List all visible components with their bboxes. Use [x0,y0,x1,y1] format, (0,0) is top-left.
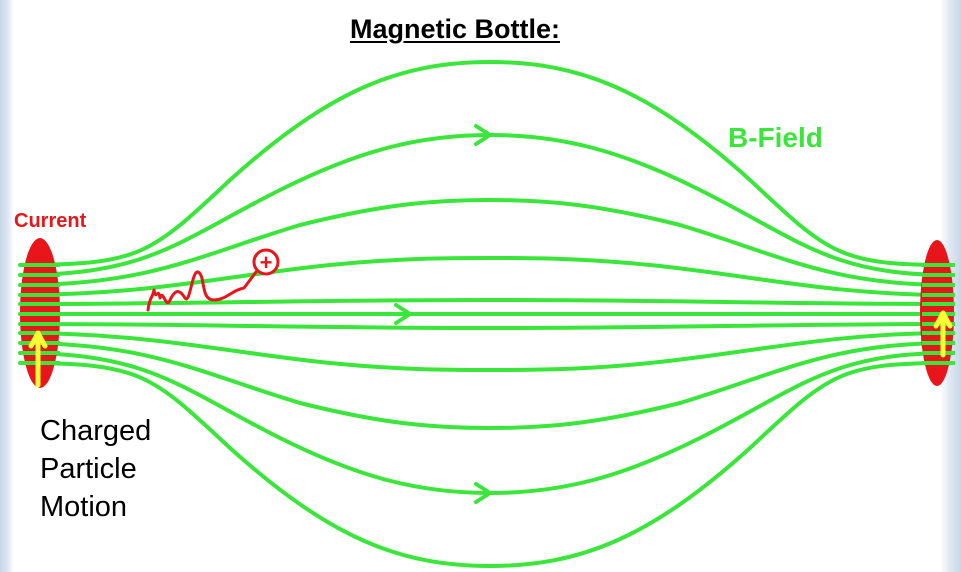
field-line [18,322,952,331]
field-direction-arrow [394,303,412,325]
field-line [18,132,952,277]
field-line [18,351,952,496]
particle-charge-symbol: + [260,250,273,275]
diagram-title: Magnetic Bottle: [350,14,561,44]
field-line [18,331,952,372]
b-field-label: B-Field [728,122,823,153]
current-label: Current [14,210,87,232]
current-direction-arrow [933,310,953,358]
field-line [18,341,952,431]
current-direction-arrow [28,330,48,388]
particle-trajectory [146,270,258,312]
right-current-coil [920,240,955,386]
left-current-coil [20,238,60,388]
positive-charge-icon: + [252,248,280,276]
motion-label-line: Charged [40,415,152,447]
field-line [18,256,952,297]
charged-particle-motion-label: Charged Particle Motion [40,412,151,526]
field-line [18,361,952,569]
field-direction-arrow [474,482,492,504]
field-line [18,297,952,306]
field-line [18,197,952,287]
field-line [18,59,952,267]
motion-label-line: Particle [40,453,137,485]
field-direction-arrow [474,124,492,146]
motion-label-line: Motion [40,491,128,523]
